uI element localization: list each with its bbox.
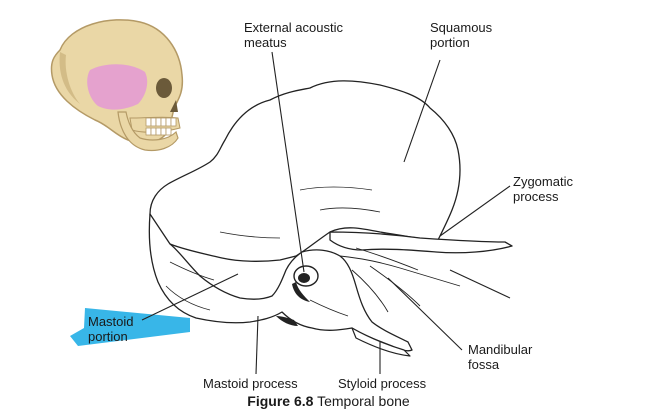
label-zygomatic-process: Zygomatic process xyxy=(513,174,573,204)
figure-caption: Figure 6.8 Temporal bone xyxy=(0,393,657,409)
skull-mandible xyxy=(117,111,179,152)
external-acoustic-meatus-inner xyxy=(298,273,310,283)
squamous-surface-lines xyxy=(219,186,381,239)
label-styloid-process: Styloid process xyxy=(338,376,427,391)
zygomatic-process-outline xyxy=(329,231,513,254)
skull-inset xyxy=(50,19,184,152)
notch-shading xyxy=(276,316,298,326)
skull-orbit xyxy=(156,78,172,98)
leader-zygomatic-process-tip xyxy=(449,269,511,299)
temporal-bone-highlight xyxy=(87,64,148,110)
label-mastoid-process: Mastoid process xyxy=(203,376,298,391)
label-mastoid-portion: Mastoid portion xyxy=(88,314,134,344)
leader-zygomatic-process xyxy=(439,185,511,237)
label-external-acoustic-meatus: External acoustic meatus xyxy=(244,20,343,50)
leader-mandibular-fossa xyxy=(387,277,463,351)
leader-mastoid-portion xyxy=(141,273,239,321)
leader-external-acoustic-meatus xyxy=(271,51,305,273)
skull-nasal-cavity xyxy=(170,100,178,112)
leader-lines xyxy=(141,51,511,375)
meatus-shading xyxy=(292,282,310,302)
mastoid-portion-highlighter xyxy=(70,308,190,346)
leader-mastoid-process xyxy=(255,315,259,375)
temporal-bone-drawing xyxy=(148,80,513,357)
styloid-process-outline xyxy=(351,327,411,357)
mandibular-fossa-ridges xyxy=(339,247,461,313)
skull-shadow xyxy=(59,52,80,104)
label-squamous-portion: Squamous portion xyxy=(430,20,493,50)
squamous-portion-outline xyxy=(149,80,461,262)
skull-teeth xyxy=(145,117,177,136)
leader-squamous-portion xyxy=(403,59,441,163)
figure-number: Figure 6.8 xyxy=(247,393,314,409)
mastoid-surface-lines xyxy=(165,261,349,317)
mastoid-portion-outline xyxy=(148,213,413,352)
figure-title: Temporal bone xyxy=(317,393,410,409)
label-mandibular-fossa: Mandibular fossa xyxy=(468,342,533,372)
